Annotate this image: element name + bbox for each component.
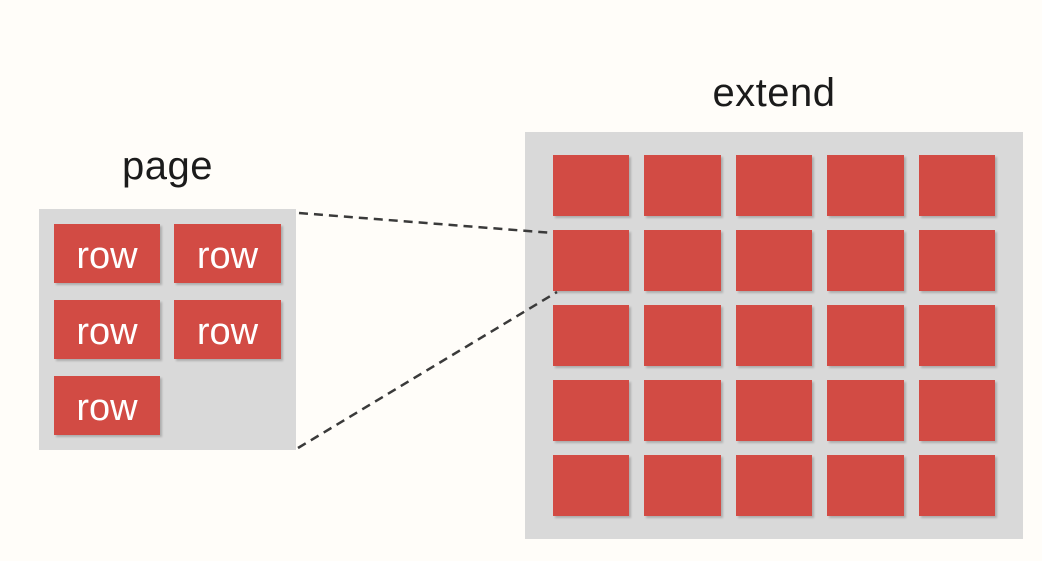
- extend-grid-cell: [918, 455, 995, 516]
- extend-panel: [525, 132, 1023, 539]
- extend-grid-cell: [735, 230, 813, 291]
- page-row-cell: row: [174, 224, 281, 283]
- extend-grid-cell: [827, 230, 904, 291]
- extend-grid-cell: [735, 305, 813, 366]
- extend-grid-cell: [827, 155, 904, 216]
- connector-line-top: [298, 211, 554, 235]
- extend-grid-cell: [553, 455, 630, 516]
- extend-grid-cell: [644, 155, 721, 216]
- extend-title: extend: [712, 71, 836, 115]
- extend-grid-cell: [918, 230, 995, 291]
- extend-grid-cell: [553, 230, 630, 291]
- extend-grid-cell: [644, 305, 721, 366]
- page-row-cell: row: [54, 300, 160, 359]
- page-title: page: [122, 144, 213, 188]
- extend-grid-cell: [553, 380, 630, 441]
- extend-grid-cell: [644, 230, 721, 291]
- extend-grid-cell: [827, 380, 904, 441]
- extend-grid-cell: [735, 455, 813, 516]
- page-row-cell: row: [54, 224, 160, 283]
- extend-grid-cell: [827, 455, 904, 516]
- extend-grid-cell: [918, 305, 995, 366]
- extend-grid-cell: [644, 380, 721, 441]
- extend-grid-cell: [553, 155, 630, 216]
- extend-grid-cell: [827, 305, 904, 366]
- extend-grid-cell: [735, 155, 813, 216]
- extend-grid-cell: [644, 455, 721, 516]
- extend-grid-cell: [918, 155, 995, 216]
- extend-grid-cell: [553, 305, 630, 366]
- extend-grid-cell: [735, 380, 813, 441]
- page-row-cell: row: [54, 376, 160, 435]
- connector-line-bottom: [297, 290, 558, 450]
- page-panel: row row row row row: [39, 209, 296, 450]
- page-row-cell: row: [174, 300, 281, 359]
- extend-grid-cell: [918, 380, 995, 441]
